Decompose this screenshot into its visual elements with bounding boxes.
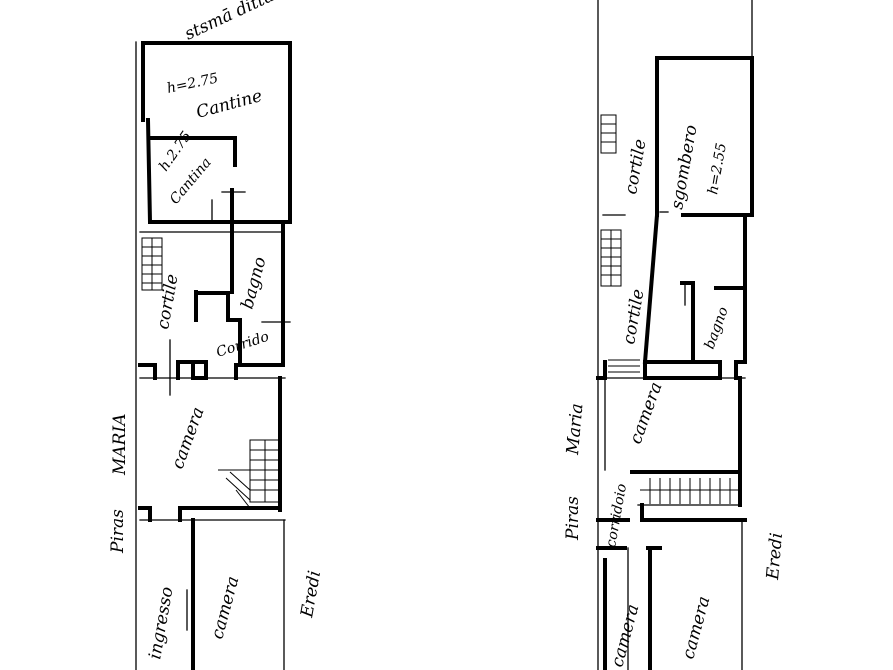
label-corridoio-right: corridoio bbox=[603, 482, 630, 548]
label-cortile-mid: cortile bbox=[619, 288, 648, 346]
label-small-cantina-height: h.2.75 bbox=[156, 128, 195, 174]
label-cortile-top: cortile bbox=[621, 138, 650, 196]
left-mid-wall-b bbox=[234, 363, 285, 380]
right-sgombero-walls bbox=[655, 56, 754, 217]
label-cantina: Cantine bbox=[194, 86, 264, 123]
right-plan: cortile sgombero h=2.55 cortile bagno Ma… bbox=[563, 0, 787, 670]
right-small-stairs bbox=[608, 359, 640, 373]
label-neighbor-piras-right: Piras bbox=[563, 496, 583, 541]
label-eredi-right: Eredi bbox=[763, 532, 787, 581]
label-cantina-height: h=2.75 bbox=[166, 70, 220, 96]
label-camera-mid: camera bbox=[168, 405, 209, 472]
label-camera-bottom-left: camera bbox=[608, 602, 644, 669]
right-courtyard-stairs-upper bbox=[600, 114, 617, 154]
left-lower-wall-a bbox=[138, 506, 152, 522]
label-neighbor-top: stsmā ditta bbox=[182, 0, 278, 45]
left-camera-stairs bbox=[218, 439, 281, 509]
label-cortile: cortile bbox=[153, 273, 182, 331]
right-mid-wall-b bbox=[734, 360, 747, 380]
right-mid-beam bbox=[643, 360, 722, 380]
label-neighbor-maria-right: Maria bbox=[563, 403, 587, 457]
left-plan: stsmā ditta h=2.75 Cantine h.2.75 Cantin… bbox=[108, 0, 325, 670]
label-eredi-left: Eredi bbox=[297, 569, 325, 620]
left-top-wall bbox=[141, 41, 292, 224]
label-camera-bottom-right: camera bbox=[679, 594, 715, 661]
label-sgombero-height: h=2.55 bbox=[705, 142, 730, 196]
left-mid-wall-a bbox=[138, 363, 157, 380]
left-mid-pillar bbox=[176, 360, 208, 380]
right-corridor-stairs bbox=[640, 478, 738, 504]
right-lower-wall bbox=[640, 503, 747, 522]
label-sgombero: sgombero bbox=[667, 123, 702, 210]
left-courtyard-stairs bbox=[141, 237, 163, 291]
right-bagno-west bbox=[680, 281, 695, 364]
label-bagno-right: bagno bbox=[702, 305, 732, 352]
label-bagno: bagno bbox=[238, 255, 271, 311]
label-corridoio: Corrido bbox=[214, 329, 271, 361]
right-courtyard-stairs-lower bbox=[600, 229, 622, 287]
label-ingresso: ingresso bbox=[145, 585, 177, 661]
left-small-cantina-top bbox=[148, 136, 237, 167]
label-camera-bottom: camera bbox=[208, 574, 244, 641]
left-bagno-wall bbox=[194, 291, 242, 367]
label-camera-mid-right: camera bbox=[626, 380, 667, 447]
right-mid-wall-a bbox=[596, 360, 607, 380]
label-neighbor-piras: Piras bbox=[108, 509, 128, 554]
label-neighbor-maria: MARIA bbox=[110, 414, 130, 476]
right-slanted-wall bbox=[642, 212, 660, 365]
left-lower-wall-b bbox=[178, 506, 282, 522]
